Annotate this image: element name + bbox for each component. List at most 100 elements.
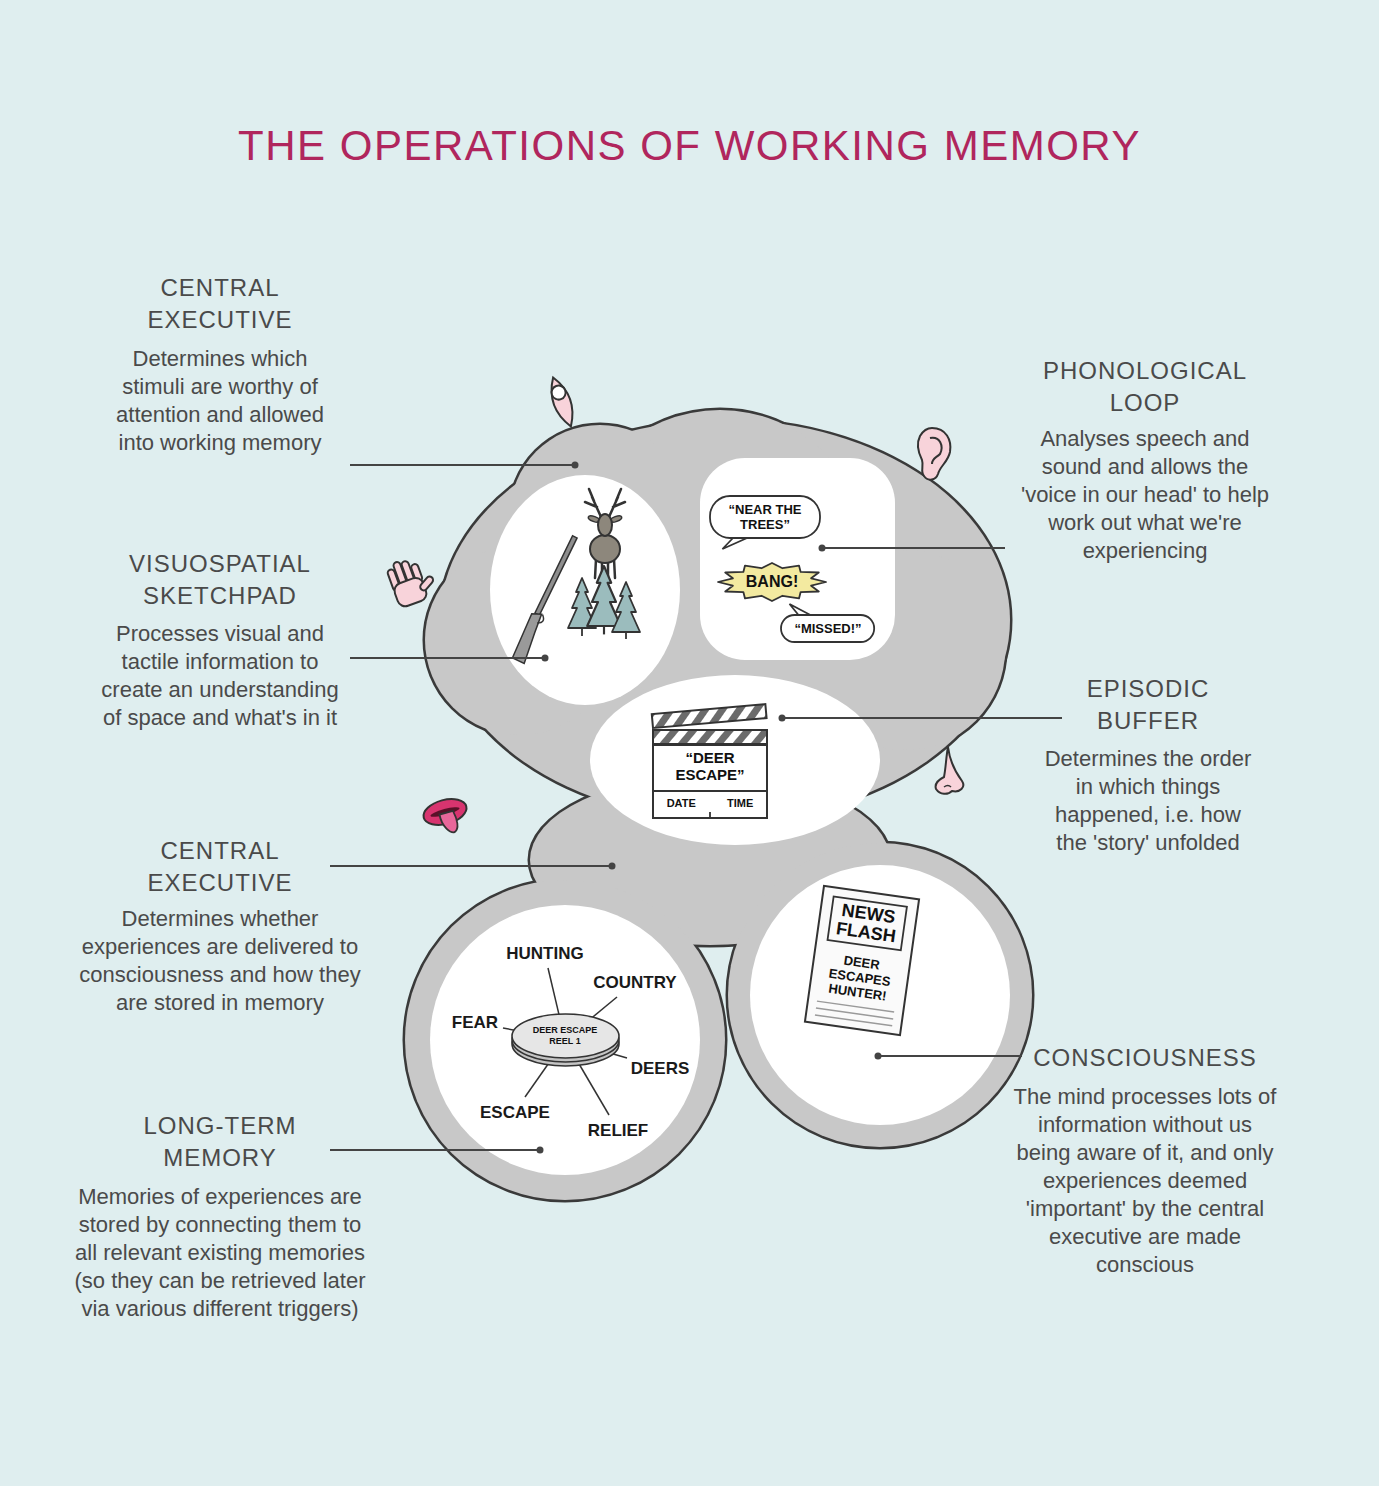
leader-dot: [819, 545, 826, 552]
nose-icon: [936, 747, 964, 794]
mouth-icon: [439, 811, 459, 835]
clapperboard-stick: [652, 704, 767, 728]
pine-trees: [612, 582, 640, 632]
sound-burst-outline: [718, 563, 826, 601]
memory-chamber: [430, 905, 700, 1175]
reel-number: REEL 1: [533, 1036, 598, 1047]
component-description: The mind processes lots of information w…: [1010, 1083, 1280, 1279]
memory-association: RELIEF: [588, 1120, 648, 1141]
pine-trees: [612, 582, 640, 639]
rifle: [511, 535, 584, 664]
component-description: Analyses speech and sound and allows the…: [1015, 425, 1275, 565]
memory-association: HUNTING: [506, 943, 583, 964]
memory-association: ESCAPE: [480, 1102, 550, 1123]
deer-figure: [590, 535, 620, 563]
deer-figure: [585, 489, 625, 517]
speech-text: “MISSED!”: [794, 621, 861, 636]
leader-line: [782, 717, 1062, 719]
deer-figure: [614, 559, 615, 578]
component-heading: EPISODIC BUFFER: [1063, 673, 1233, 737]
memory-association: DEERS: [631, 1058, 690, 1079]
clapperboard-board: [653, 745, 767, 818]
leader-dot: [537, 1147, 544, 1154]
clapperboard-rule: [709, 812, 711, 817]
rifle: [535, 536, 577, 615]
eye-icon: [545, 375, 579, 430]
nose-icon: [936, 747, 964, 794]
reel-title: DEER ESCAPE: [533, 1025, 598, 1036]
leader-dot: [542, 655, 549, 662]
speech-bubble: “NEAR THE TREES”: [709, 495, 821, 539]
leader-dot: [779, 715, 786, 722]
brain-outline: [405, 410, 1032, 1200]
brain-outline: [440, 420, 1010, 820]
leader-line: [350, 657, 545, 659]
component-description: Memories of experiences are stored by co…: [70, 1183, 370, 1323]
nose-icon: [944, 786, 951, 788]
sound-effect-text: BANG!: [746, 573, 798, 591]
eye-icon: [550, 384, 568, 402]
memory-chamber: [590, 675, 880, 845]
film-reel: DEER ESCAPEREEL 1: [511, 1013, 620, 1067]
brain-outline: [405, 410, 1032, 1200]
component-description: Determines the order in which things hap…: [1038, 745, 1258, 857]
deer-figure: [585, 489, 625, 517]
brain-outline: [405, 410, 1032, 1200]
memory-chamber: [700, 458, 895, 660]
brain-outline: [405, 880, 725, 1200]
clapperboard-stick: [653, 730, 767, 744]
memory-chamber: [430, 458, 1010, 1175]
deer-figure: [585, 489, 625, 579]
brain-outline: [405, 880, 725, 1200]
brain-outline: [728, 843, 1032, 1147]
hand-icon: [419, 575, 435, 592]
component-heading: PHONOLOGICAL LOOP: [1025, 355, 1265, 419]
leader-line: [330, 465, 1062, 1150]
leader-dot: [609, 863, 616, 870]
speech-bubble-outline: [710, 496, 820, 538]
date-field: DATE: [664, 797, 698, 810]
component-heading: LONG-TERM MEMORY: [120, 1110, 320, 1174]
newspaper: NEWS FLASHDEER ESCAPES HUNTER!: [804, 884, 920, 1035]
pine-trees: [603, 626, 605, 634]
brain-outline: [728, 843, 1032, 1147]
leader-dot: [875, 1053, 882, 1060]
sound-burst: BANG!: [718, 563, 826, 601]
leader-line: [350, 464, 575, 466]
pine-trees: [587, 566, 621, 626]
eye-icon: [545, 375, 579, 430]
diagram-title: THE OPERATIONS OF WORKING MEMORY: [0, 118, 1379, 174]
deer-figure: [598, 514, 612, 536]
ear-icon: [930, 438, 942, 464]
leader-line: [330, 865, 612, 867]
speech-bubble-outline: [781, 615, 874, 642]
memory-chamber: [490, 475, 680, 705]
newspaper-column-line: [815, 1014, 892, 1025]
mouth-icon: [421, 795, 472, 839]
film-reel-disc: [512, 1014, 619, 1058]
clapperboard: “DEER ESCAPE”DATETIME: [650, 711, 770, 820]
pine-trees: [625, 632, 627, 639]
brain-outline: [440, 420, 1010, 820]
leader-line: [822, 547, 1005, 549]
speech-text: “NEAR THE TREES”: [723, 502, 807, 532]
time-field: TIME: [724, 797, 756, 810]
component-heading: CONSCIOUSNESS: [1015, 1042, 1275, 1074]
deer-figure: [595, 559, 596, 578]
leader-dot: [572, 462, 579, 469]
pine-trees: [581, 628, 583, 636]
ear-icon: [918, 428, 951, 480]
component-description: Processes visual and tactile information…: [100, 620, 340, 732]
component-heading: CENTRAL EXECUTIVE: [120, 272, 320, 336]
clapperboard-rule: [653, 790, 767, 792]
leader-line: [330, 1149, 540, 1151]
ear-icon: [918, 428, 951, 480]
pine-trees: [568, 578, 596, 636]
memory-chamber: [750, 865, 1010, 1125]
leader-line: [878, 1055, 1022, 1057]
component-description: Determines whether experiences are deliv…: [70, 905, 370, 1017]
hand-icon: [385, 552, 440, 609]
component-heading: CENTRAL EXECUTIVE: [120, 835, 320, 899]
newspaper-page: [805, 885, 919, 1034]
